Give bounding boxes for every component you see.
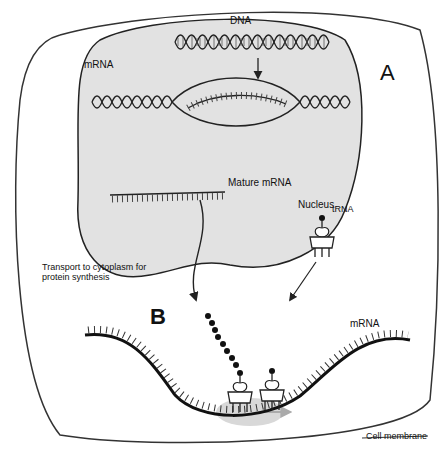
trna-symbol <box>260 368 284 410</box>
trna-label: tRNA <box>332 204 354 214</box>
ribosome-direction <box>262 411 290 413</box>
part-letter: B <box>150 304 166 329</box>
trna-arrow <box>290 262 316 300</box>
mrna-label: mRNA <box>84 59 113 71</box>
mature-mrna-label: Mature mRNA <box>228 177 291 189</box>
cell-membrane-label: Cell membrane <box>366 431 427 441</box>
nucleus-outline <box>70 15 365 280</box>
trna-symbol <box>228 370 252 412</box>
cytoplasm-mrna-bases <box>88 329 408 409</box>
process-note: Transport to cytoplasm for protein synth… <box>42 262 167 283</box>
cell-outline <box>16 12 439 442</box>
ribosome <box>216 398 284 426</box>
part-letter: A <box>380 60 395 85</box>
dna-label: DNA <box>230 15 251 27</box>
mrna-label: mRNA <box>350 318 379 330</box>
nucleus: DNA mRNA Mature mRNA Nucleus <box>70 15 365 280</box>
peptide-chain <box>205 313 239 368</box>
nucleus-shape <box>78 19 362 276</box>
cytoplasm-mrna <box>85 334 410 415</box>
nucleus-label: Nucleus <box>298 199 334 211</box>
